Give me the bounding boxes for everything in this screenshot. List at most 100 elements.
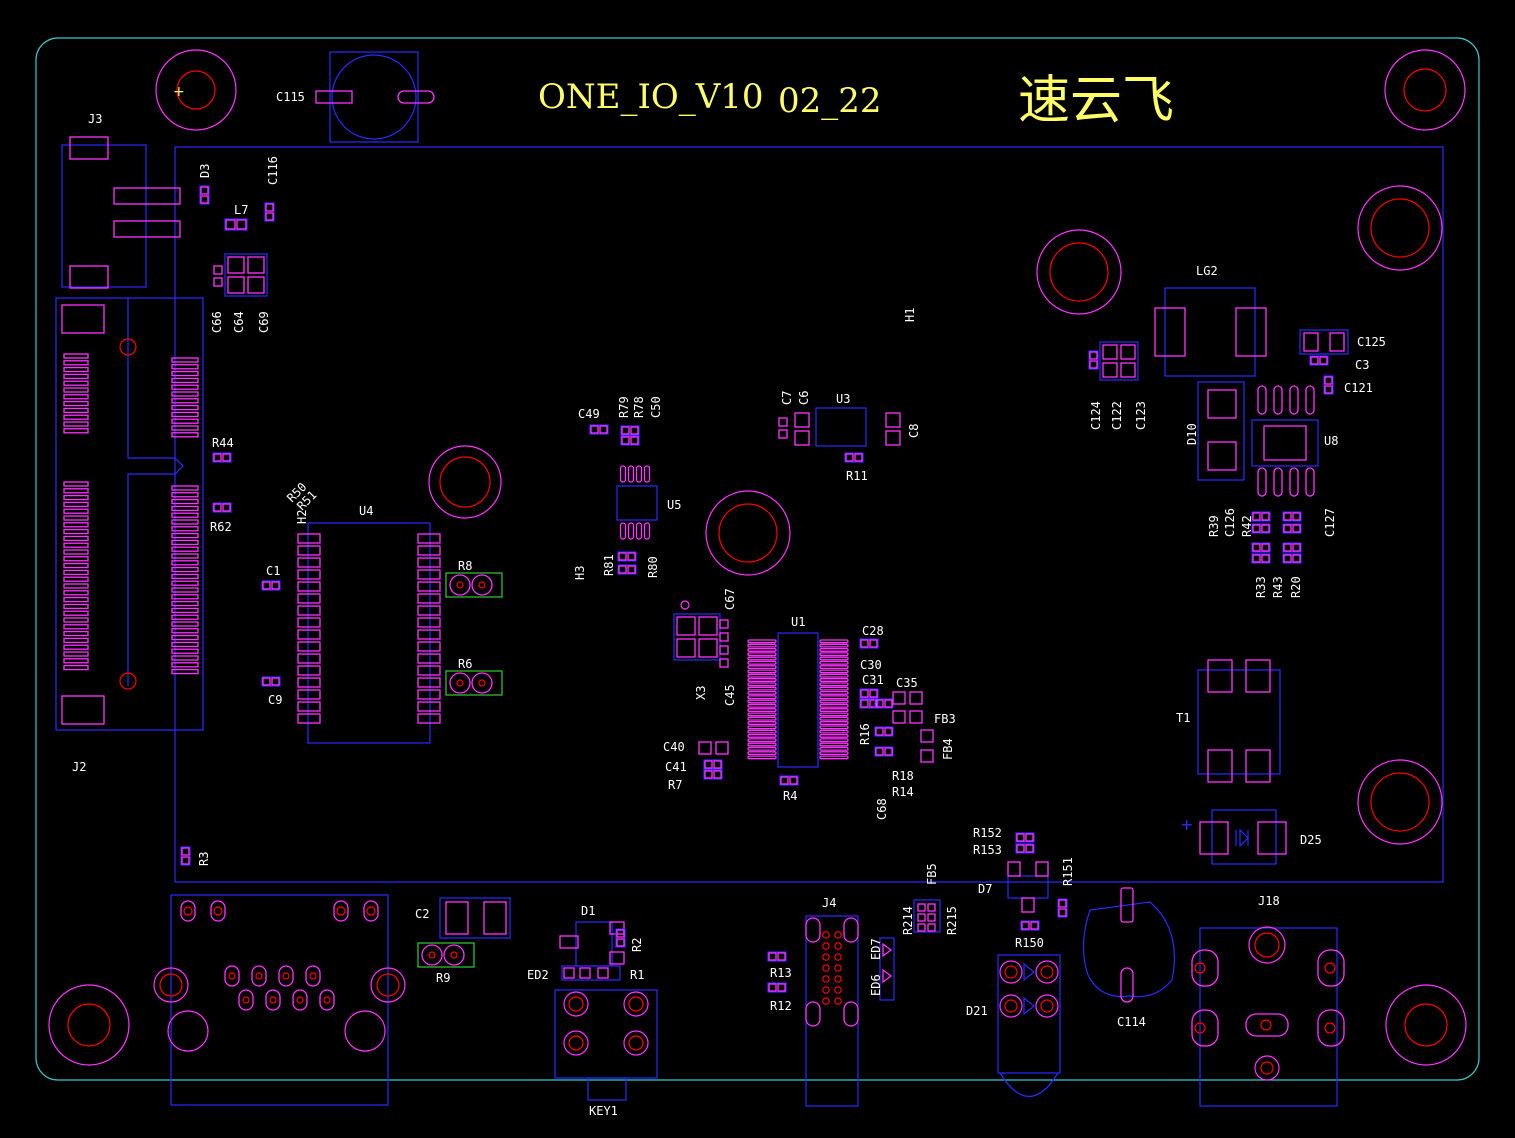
label-c9: C9 bbox=[268, 693, 282, 707]
label-t1: T1 bbox=[1176, 711, 1190, 725]
label-r39: R39 bbox=[1207, 515, 1221, 537]
mounting-hole-u4 bbox=[428, 445, 502, 519]
label-r14: R14 bbox=[892, 785, 914, 799]
label-r214: R214 bbox=[901, 906, 915, 935]
led-d21 bbox=[997, 954, 1061, 1098]
label-c45: C45 bbox=[723, 684, 737, 706]
mounting-hole-mid bbox=[705, 490, 791, 576]
label-u5: U5 bbox=[667, 498, 681, 512]
label-c2: C2 bbox=[415, 907, 429, 921]
label-u8: U8 bbox=[1324, 434, 1338, 448]
mounting-hole-r2 bbox=[1357, 759, 1443, 845]
svg-text:+: + bbox=[173, 84, 185, 100]
label-l7: L7 bbox=[234, 203, 248, 217]
label-c125: C125 bbox=[1357, 335, 1386, 349]
label-x3: X3 bbox=[694, 686, 708, 700]
label-r13: R13 bbox=[770, 966, 792, 980]
button-key1 bbox=[554, 989, 658, 1101]
label-ed2: ED2 bbox=[527, 968, 549, 982]
label-r7: R7 bbox=[668, 778, 682, 792]
label-h1: H1 bbox=[903, 308, 917, 322]
label-c67: C67 bbox=[723, 588, 737, 610]
board-edge bbox=[35, 37, 1480, 1081]
capacitor-c114 bbox=[1082, 887, 1175, 1003]
mounting-hole-tr bbox=[1384, 49, 1466, 131]
label-r18: R18 bbox=[892, 769, 914, 783]
chip-u4 bbox=[297, 522, 441, 744]
label-j3: J3 bbox=[88, 112, 102, 126]
label-r151: R151 bbox=[1061, 857, 1075, 886]
connector-j3 bbox=[61, 136, 181, 289]
transformer-t1 bbox=[1197, 659, 1281, 783]
label-c7: C7 bbox=[780, 391, 794, 405]
board-title: ONE_IO_V10 bbox=[538, 77, 764, 117]
label-r8: R8 bbox=[458, 559, 472, 573]
label-r44: R44 bbox=[212, 436, 234, 450]
label-r215: R215 bbox=[945, 906, 959, 935]
label-u4: U4 bbox=[359, 504, 373, 518]
label-c123: C123 bbox=[1134, 401, 1148, 430]
label-c68: C68 bbox=[875, 798, 889, 820]
label-ed7: ED7 bbox=[869, 938, 883, 960]
label-d7: D7 bbox=[978, 882, 992, 896]
label-j4: J4 bbox=[822, 896, 836, 910]
mounting-hole-lg bbox=[1036, 229, 1122, 315]
label-u3: U3 bbox=[836, 392, 850, 406]
label-fb5: FB5 bbox=[925, 863, 939, 885]
label-r62: R62 bbox=[210, 520, 232, 534]
label-r153: R153 bbox=[973, 843, 1002, 857]
label-r80: R80 bbox=[646, 556, 660, 578]
label-c122: C122 bbox=[1110, 401, 1124, 430]
label-c121: C121 bbox=[1344, 381, 1373, 395]
label-c41: C41 bbox=[665, 760, 687, 774]
label-h3: H3 bbox=[573, 566, 587, 580]
label-c8: C8 bbox=[907, 424, 921, 438]
label-r12: R12 bbox=[770, 999, 792, 1013]
label-c49: C49 bbox=[578, 407, 600, 421]
label-h2: H2 bbox=[295, 510, 309, 524]
mounting-hole-br bbox=[1385, 984, 1467, 1066]
label-c28: C28 bbox=[862, 624, 884, 638]
transistor-d1 bbox=[559, 921, 625, 967]
board-revision: 02_22 bbox=[778, 81, 882, 121]
label-c40: C40 bbox=[663, 740, 685, 754]
label-r79: R79 bbox=[617, 396, 631, 418]
mounting-hole-tl: + bbox=[155, 49, 237, 131]
label-c66: C66 bbox=[210, 311, 224, 333]
label-j18: J18 bbox=[1258, 894, 1280, 908]
label-c126: C126 bbox=[1223, 508, 1237, 537]
connector-j2 bbox=[55, 297, 204, 731]
board-brand: 速云飞 bbox=[1018, 71, 1174, 131]
label-c115: C115 bbox=[276, 90, 305, 104]
label-r20: R20 bbox=[1289, 576, 1303, 598]
label-d21: D21 bbox=[966, 1004, 988, 1018]
label-d3: D3 bbox=[198, 164, 212, 178]
label-c35: C35 bbox=[896, 676, 918, 690]
label-r33: R33 bbox=[1254, 576, 1268, 598]
label-d10: D10 bbox=[1185, 423, 1199, 445]
label-r150: R150 bbox=[1015, 936, 1044, 950]
label-r42: R42 bbox=[1240, 515, 1254, 537]
label-j2: J2 bbox=[72, 760, 86, 774]
label-c6: C6 bbox=[797, 391, 811, 405]
label-c124: C124 bbox=[1089, 401, 1103, 430]
label-c127: C127 bbox=[1323, 508, 1337, 537]
mounting-hole-bl bbox=[48, 984, 130, 1066]
label-r1: R1 bbox=[630, 968, 644, 982]
label-r2: R2 bbox=[630, 938, 644, 952]
label-c50: C50 bbox=[649, 396, 663, 418]
label-fb4: FB4 bbox=[941, 738, 955, 760]
label-r152: R152 bbox=[973, 826, 1002, 840]
label-d25: D25 bbox=[1300, 833, 1322, 847]
label-c30: C30 bbox=[860, 658, 882, 672]
label-r11: R11 bbox=[846, 469, 868, 483]
chip-u1 bbox=[747, 632, 849, 768]
label-c116: C116 bbox=[266, 156, 280, 185]
svg-text:+: + bbox=[1180, 815, 1193, 834]
diode-d25: + bbox=[1180, 809, 1287, 865]
label-c64: C64 bbox=[232, 311, 246, 333]
connector-j4 bbox=[805, 915, 859, 1107]
label-d1: D1 bbox=[581, 904, 595, 918]
